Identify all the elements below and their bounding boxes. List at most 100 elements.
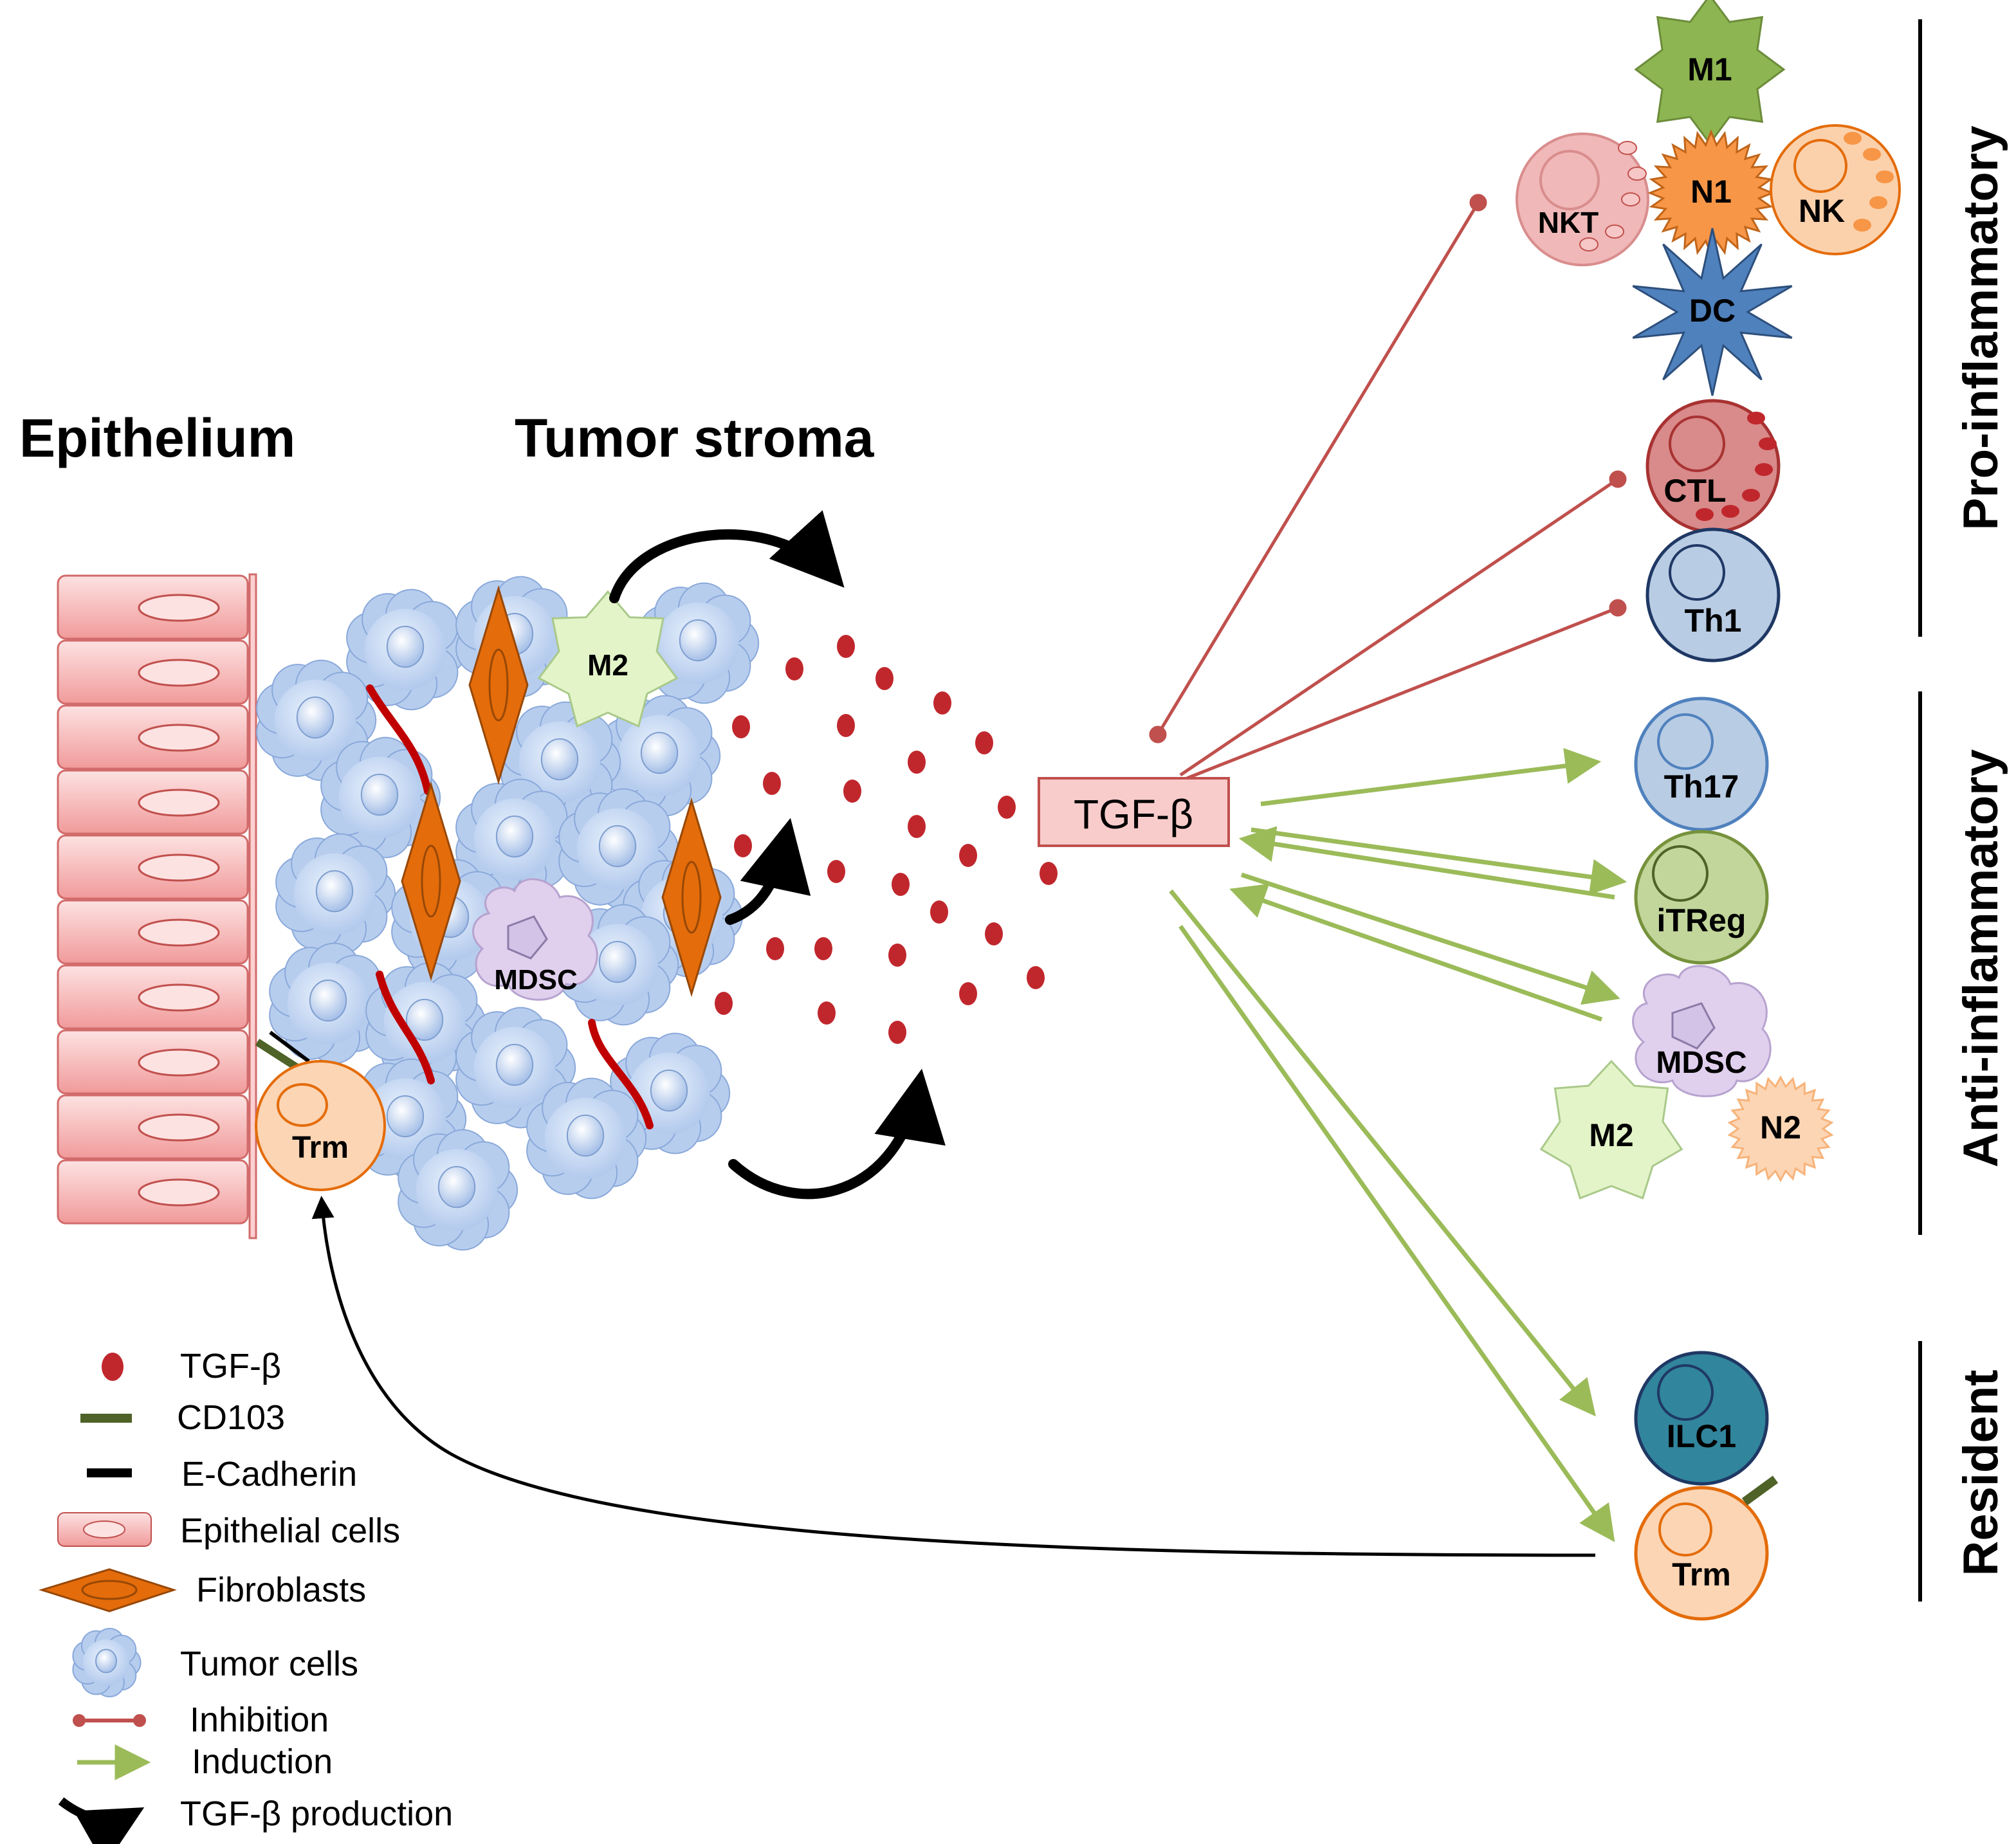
tumor-cell <box>398 1129 518 1251</box>
tgf-beta-molecule <box>959 982 977 1005</box>
th17-label: Th17 <box>1664 769 1739 805</box>
n1-label: N1 <box>1691 174 1732 210</box>
th1-cell: Th1 <box>1645 527 1781 662</box>
resident-label: Resident <box>1954 1370 2008 1576</box>
legend-fibroblast-swatch <box>38 1568 177 1612</box>
n2-cell: N2 <box>1727 1075 1834 1183</box>
trm-label: Trm <box>1672 1556 1731 1593</box>
tgf-beta-molecule <box>818 1001 836 1025</box>
trm-cell: Trm <box>1634 1475 1779 1621</box>
pro-inflammatory-label: Pro-inflammatory <box>1954 125 2008 530</box>
tgf-beta-molecule <box>766 937 784 960</box>
legend-tumor-label: Tumor cells <box>180 1645 358 1683</box>
th1-label: Th1 <box>1685 603 1742 639</box>
tgf-beta-molecule <box>837 635 855 658</box>
tumor-stroma-heading: Tumor stroma <box>515 408 875 468</box>
epithelial-trm-label: Trm <box>292 1131 349 1165</box>
tumor-cell <box>455 1007 576 1129</box>
legend-production-label: TGF-β production <box>180 1794 453 1833</box>
stroma-mdsc-cell: MDSC <box>472 878 598 1001</box>
epithelium-heading: Epithelium <box>19 408 295 468</box>
ilc1-cell: ILC1 <box>1634 1351 1769 1486</box>
legend-inhibition-label: Inhibition <box>190 1701 329 1739</box>
stroma-m2-cell: M2 <box>537 590 679 728</box>
epithelial-trm-cell: Trm <box>255 1030 386 1191</box>
m1-cell: M1 <box>1634 0 1786 145</box>
legend-production-swatch <box>58 1797 145 1844</box>
ilc1-label: ILC1 <box>1667 1418 1736 1454</box>
tgf-beta-molecule <box>763 772 781 795</box>
tgf-beta-molecule <box>843 780 861 803</box>
fibroblasts <box>401 585 722 998</box>
dc-cell: DC <box>1632 228 1793 396</box>
dc-label: DC <box>1689 293 1736 329</box>
anti-inflammatory-label: Anti-inflammatory <box>1954 749 2008 1167</box>
fibroblast <box>468 585 529 785</box>
tgf-beta-molecule <box>814 937 832 960</box>
n2-label: N2 <box>1760 1109 1801 1146</box>
ecadherin-strands <box>366 684 654 1129</box>
tgf-beta-molecule <box>888 944 906 967</box>
fibroblast <box>401 781 461 981</box>
tgf-beta-molecule <box>933 691 951 715</box>
m2-cell: M2 <box>1539 1059 1683 1200</box>
epithelial-cell <box>57 639 249 705</box>
tgf-beta-molecule <box>715 992 733 1015</box>
nk-label: NK <box>1799 193 1845 229</box>
trm-migration-arrow <box>311 1196 1596 1557</box>
epithelial-cell <box>57 704 249 770</box>
tgf-beta-molecule <box>975 731 993 754</box>
epithelial-cell <box>57 769 249 835</box>
legend: TGF-β CD103 E-Cadherin Epithelial cells … <box>38 1347 453 1844</box>
legend-epithelial-label: Epithelial cells <box>180 1511 400 1550</box>
epithelial-cell <box>57 834 249 900</box>
tumor-cell <box>558 904 679 1026</box>
tgf-beta-molecule <box>998 796 1016 819</box>
tgf-beta-molecule <box>888 1021 906 1044</box>
epithelium-layer <box>57 573 257 1239</box>
legend-cd103-label: CD103 <box>177 1398 285 1437</box>
tgf-beta-molecule <box>1027 966 1045 989</box>
nkt-label: NKT <box>1538 206 1599 239</box>
epithelial-cell <box>57 574 249 640</box>
stroma-m2-label: M2 <box>587 648 628 682</box>
tgf-beta-box-label: TGF-β <box>1074 791 1193 837</box>
fibroblast <box>661 797 722 998</box>
ctl-cell: CTL <box>1645 399 1781 534</box>
epithelial-cell <box>57 1094 249 1160</box>
tgf-beta-molecule <box>732 715 750 738</box>
inhibition-lines <box>1149 194 1627 780</box>
tumor-cell <box>275 833 396 955</box>
tgf-beta-molecule <box>908 751 926 774</box>
legend-tgf-swatch <box>102 1353 124 1381</box>
nkt-cell: NKT <box>1516 132 1649 266</box>
tgf-beta-molecule <box>930 900 948 924</box>
m2-label: M2 <box>1589 1117 1633 1153</box>
stroma-mdsc-label: MDSC <box>494 964 578 996</box>
mdsc-cell: MDSC <box>1632 965 1772 1097</box>
tumor-cell <box>558 788 679 910</box>
legend-induction-label: Induction <box>192 1742 333 1781</box>
ctl-label: CTL <box>1663 473 1726 509</box>
tgf-beta-box: TGF-β <box>1038 777 1230 847</box>
tgf-beta-molecule <box>959 844 977 867</box>
itreg-cell: iTReg <box>1634 830 1769 965</box>
tgf-beta-molecule <box>985 922 1003 945</box>
legend-tumor-swatch <box>72 1627 142 1698</box>
epithelial-cell <box>57 964 249 1030</box>
induction-arrows <box>1169 748 1627 1542</box>
tumor-cell <box>72 1627 142 1698</box>
tgf-beta-molecule <box>837 714 855 737</box>
tumor-cell <box>346 589 467 711</box>
legend-fibroblast-label: Fibroblasts <box>196 1571 366 1609</box>
mdsc-label: MDSC <box>1656 1046 1746 1080</box>
epithelial-cell <box>57 899 249 965</box>
nk-cell: NK <box>1770 124 1901 255</box>
epithelial-cell <box>57 1029 249 1095</box>
tumor-cell <box>526 1077 647 1200</box>
itreg-label: iTReg <box>1657 902 1746 938</box>
tgf-molecules <box>715 635 1058 1044</box>
tgf-production-arrows <box>609 510 946 1200</box>
th17-cell: Th17 <box>1634 697 1769 832</box>
tgf-beta-molecule <box>892 873 910 896</box>
